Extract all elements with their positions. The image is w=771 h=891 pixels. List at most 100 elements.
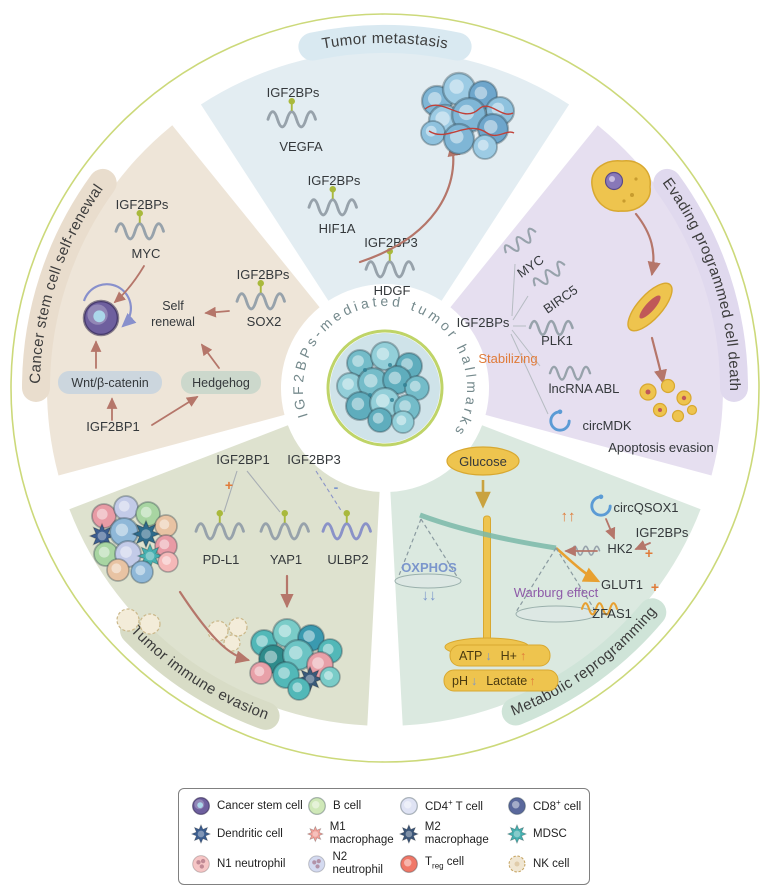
evading-igf2bps-label: IGF2BPs (457, 315, 510, 330)
legend-label: B cell (333, 800, 362, 813)
hk2-plus-sign: + (645, 545, 653, 561)
igf2bp3-hdgf-label: IGF2BP3 (364, 235, 417, 250)
myc-cell-arrow (113, 265, 145, 304)
metastatic-tumor-cluster (420, 71, 516, 160)
igf2bp3-label: IGF2BP3 (287, 452, 340, 467)
tumor-cell-stressed (627, 282, 673, 332)
glut1-label: GLUT1 (601, 577, 643, 592)
stabilizing-label: Stabilizing (478, 351, 537, 366)
output-box-1 (449, 644, 551, 667)
glut1-plus-sign: + (651, 579, 659, 595)
warburg-up-arrows: ↑↑ (561, 508, 576, 525)
legend-label: Cancer stem cell (217, 800, 303, 813)
legend-item-m1-macrophage: M1 macrophage (307, 821, 399, 846)
legend-label: N1 neutrophil (217, 857, 286, 870)
metabolic-content: Glucose OXPHOS ↓↓ Warburg effect ↑↑ circ… (394, 446, 689, 692)
hedgehog-selfrenewal-arrow (200, 343, 220, 369)
cancer-stem-cell (82, 299, 120, 337)
yap1-label: YAP1 (270, 552, 302, 567)
tumor-cell-healthy (591, 160, 651, 212)
immune-plus-sign: + (225, 477, 233, 493)
legend-item-treg-cell: Treg cell (399, 854, 507, 874)
self-renewal-line1: Self (162, 299, 184, 313)
zfas1-label: ZFAS1 (592, 606, 632, 621)
legend-label: CD4+ T cell (425, 798, 483, 813)
legend-label: N2 neutrophil (332, 851, 383, 876)
hallmarks-wheel: Tumor metastasis Evading programmed cell… (10, 13, 760, 763)
m1-macrophage-icon (307, 825, 324, 842)
lncrna-abl-label: lncRNA ABL (549, 381, 620, 396)
apoptosis-evasion-label: Apoptosis evasion (608, 440, 714, 455)
oxphos-label: OXPHOS (401, 560, 457, 575)
apoptotic-fragments (639, 378, 698, 423)
wnt-label: Wnt/β-catenin (71, 376, 148, 390)
exhausted-cells-ghost-1 (116, 608, 161, 635)
n1-neutrophil-icon (192, 855, 210, 873)
dendritic-cell-icon (191, 824, 211, 844)
igf2bps-target-lines (510, 263, 549, 415)
center-circle-ring (326, 329, 444, 447)
evading-arrow-2 (650, 336, 667, 385)
sox2-label: SOX2 (247, 314, 282, 329)
output-text-1: ATP↓H+↑ (459, 649, 526, 663)
glucose-blob (446, 446, 520, 476)
ulbp2-label: ULBP2 (327, 552, 368, 567)
immune-cluster-arrow (178, 590, 251, 664)
output-box-2 (443, 669, 559, 692)
legend-label: M1 macrophage (329, 821, 394, 846)
oxphos-down-arrows: ↓↓ (422, 587, 437, 604)
legend-label: CD8+ cell (533, 798, 582, 813)
cancer-stem-cell-icon (192, 797, 210, 816)
treg-cell-icon (400, 854, 418, 873)
pdl1-label: PD-L1 (203, 552, 240, 567)
mdsc-icon (507, 824, 527, 844)
legend: Cancer stem cell B cell CD4+ T cell CD8+… (178, 788, 590, 885)
legend-label: Treg cell (425, 856, 465, 871)
metastasis-sector-title: Tumor metastasis (321, 30, 450, 53)
igf2bps-vegfa-label: IGF2BPs (267, 85, 320, 100)
self-renewal-line2: renewal (151, 315, 195, 329)
output-text-2: pH↓Lactate↑ (452, 674, 536, 688)
igf2bps-hk2-arrow (634, 540, 651, 551)
igf2bps-hif1a-label: IGF2BPs (308, 173, 361, 188)
outer-ring (10, 13, 760, 763)
sector-label-bands (22, 24, 748, 730)
hif1a-label: HIF1A (319, 221, 356, 236)
legend-item-n2-neutrophil: N2 neutrophil (307, 851, 399, 876)
igf2bp1-label: IGF2BP1 (216, 452, 269, 467)
legend-item-n1-neutrophil: N1 neutrophil (191, 854, 307, 874)
legend-label: M2 macrophage (424, 821, 489, 846)
legend-item-m2-macrophage: M2 macrophage (399, 821, 507, 846)
m2-macrophage-icon (399, 824, 419, 844)
igf2bps-sox2-label: IGF2BPs (237, 267, 290, 282)
evading-arrow-1 (634, 212, 661, 277)
metabolic-igf2bps-label: IGF2BPs (636, 525, 689, 540)
hk2-label: HK2 (607, 541, 632, 556)
hdgf-label: HDGF (374, 283, 411, 298)
legend-label: MDSC (533, 827, 567, 840)
legend-item-b-cell: B cell (307, 796, 399, 816)
circqsox1-hk2-arrow (605, 518, 616, 540)
sox2-selfrenewal-arrow (204, 306, 230, 318)
metastasis-content: IGF2BPs VEGFA IGF2BPs HIF1A IGF2BP3 HDGF (266, 71, 516, 298)
self-renewal-cycle-arrow (82, 283, 137, 328)
legend-item-cd8-cell: CD8+ cell (507, 796, 591, 816)
legend-item-nk-cell: NK cell (507, 854, 591, 874)
circmdk-label: circMDK (582, 418, 631, 433)
stem-igf2bp1-label: IGF2BP1 (86, 419, 139, 434)
center-hub: IGF2BPs-mediated tumor hallmarks (290, 293, 477, 447)
myc-label-stem: MYC (132, 246, 161, 261)
igf2bps-myc-label: IGF2BPs (116, 197, 169, 212)
igf2bp1-hedgehog-arrow (151, 396, 199, 426)
cd8-cell-icon (508, 797, 526, 816)
warburg-label: Warburg effect (514, 585, 599, 600)
immune-content: IGF2BP1 IGF2BP3 + - PD-L1 YAP1 ULBP2 (89, 452, 372, 701)
plk1-label: PLK1 (541, 333, 573, 348)
center-tumor-cells (330, 333, 440, 443)
legend-item-cd4-t-cell: CD4+ T cell (399, 796, 507, 816)
nk-cell-icon (508, 855, 526, 873)
legend-item-mdsc: MDSC (507, 824, 591, 844)
legend-label: NK cell (533, 857, 570, 870)
b-cell-icon (308, 797, 326, 816)
